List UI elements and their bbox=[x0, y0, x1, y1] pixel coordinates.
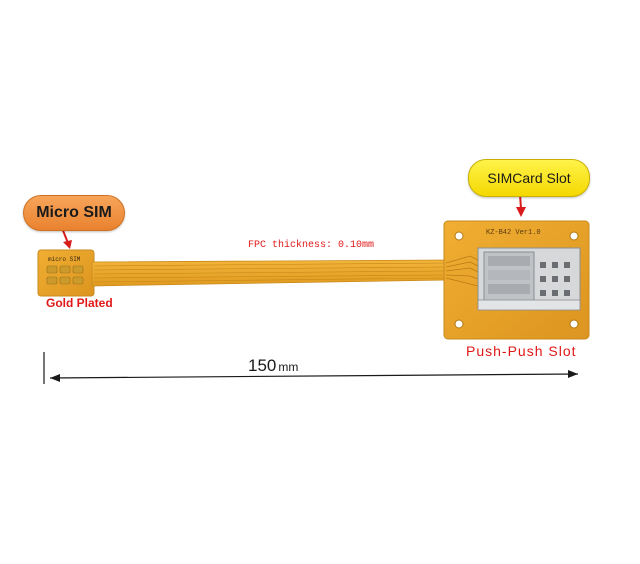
gold-plated-label: Gold Plated bbox=[46, 296, 113, 310]
mounting-holes bbox=[454, 231, 579, 329]
simcard-slot-callout-text: SIMCard Slot bbox=[487, 170, 571, 186]
micro-sim-callout: Micro SIM bbox=[23, 195, 125, 231]
gold-contacts bbox=[46, 265, 84, 285]
micro-sim-callout-text: Micro SIM bbox=[36, 204, 112, 221]
micro-sim-marking: micro SIM bbox=[48, 256, 81, 263]
red-arrow-icon bbox=[516, 193, 526, 217]
red-arrow-icon bbox=[61, 227, 72, 249]
fpc-ribbon bbox=[91, 259, 449, 287]
fpc-thickness-label: FPC thickness: 0.10mm bbox=[248, 240, 375, 251]
sim-card-slot bbox=[477, 247, 581, 311]
board-marking: KZ-B42 Ver1.0 bbox=[486, 229, 541, 237]
fpc-traces bbox=[93, 262, 447, 283]
dimension-value: 150 bbox=[248, 356, 277, 375]
dimension-unit: mm bbox=[278, 360, 299, 374]
simcard-slot-callout: SIMCard Slot bbox=[468, 159, 590, 197]
dimension-arrow-icon bbox=[43, 352, 579, 384]
board-traces bbox=[445, 255, 479, 287]
push-push-slot-label: Push-Push Slot bbox=[466, 343, 577, 359]
